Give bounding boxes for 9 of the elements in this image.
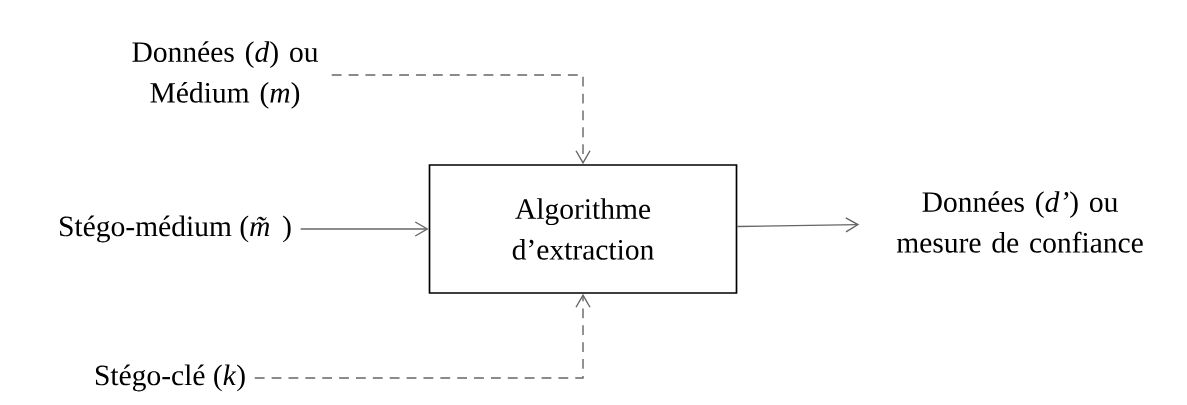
process-box: Algorithme d’extraction (428, 164, 738, 294)
output-label: Données (d’) ou mesure de confiance (896, 191, 1143, 253)
arrow (254, 293, 591, 379)
arrow (299, 221, 429, 237)
arrow (736, 217, 860, 233)
arrow (331, 74, 591, 165)
input-label: Données (d) ou Médium (m) (132, 41, 318, 109)
input-label: Stégo-médium (m̃) (60, 215, 291, 243)
input-label: Stégo-clé (k) (95, 364, 245, 392)
